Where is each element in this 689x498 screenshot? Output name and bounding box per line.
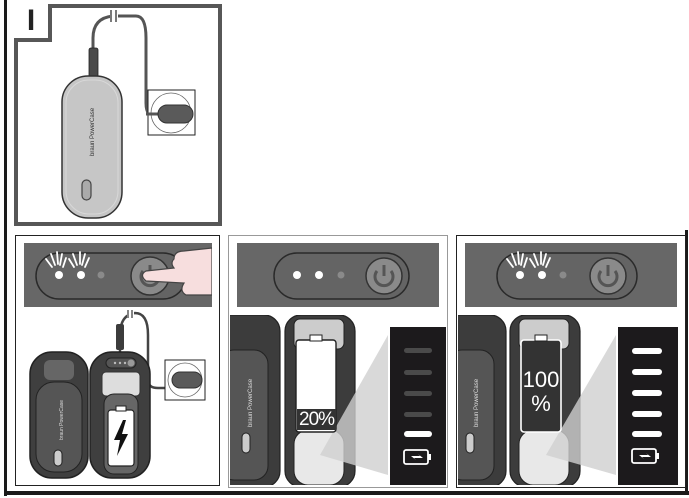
power-icon [597,270,619,288]
bar-2-on [632,411,662,417]
bar-3-off [404,391,432,396]
case-brand-text: braun PowerCase [248,378,254,427]
svg-text:braun PowerCase: braun PowerCase [59,400,65,440]
step-label: I [14,4,52,42]
case-brand-text: braun PowerCase [474,378,480,427]
led-1-on [55,271,63,279]
panel-1 [14,4,222,226]
flash-rays-icon [506,251,551,268]
led-2-on [538,271,546,279]
control-panel-flashing-illustration [496,251,638,300]
flash-rays-icon [45,251,90,268]
led-1-on [293,271,301,279]
power-case-icon [61,75,123,219]
battery-display [390,327,446,485]
power-icon [373,270,395,288]
outer-frame-left [4,0,7,496]
control-panel-steady-illustration [273,252,410,300]
plug-icon [157,104,194,124]
bar-4-on [632,369,662,375]
case-button-icon [81,179,92,201]
led-3-off [97,271,105,279]
outer-frame-bottom [4,491,689,495]
led-3-off [559,271,567,279]
bar-1-on [632,431,662,437]
led-3-off [337,271,345,279]
bar-2-off [404,412,432,417]
bar-1-on [404,431,432,437]
shaver-20-percent-illustration: braun PowerCase [230,315,446,485]
panel-2 [15,235,220,486]
finger-icon [141,247,212,296]
bar-4-off [404,370,432,375]
led-2-on [77,271,85,279]
bar-5-on [632,348,662,354]
power-case-with-cable-illustration: braun PowerCase [61,10,196,219]
open-case-charging-illustration: braun PowerCase [29,310,206,479]
panel-3 [228,235,448,488]
battery-percent-label: 20% [297,409,337,430]
bar-3-on [632,390,662,396]
led-1-on [516,271,524,279]
outer-frame-right [685,230,688,495]
panel-4 [456,235,686,488]
case-brand-text: braun PowerCase [90,107,96,156]
led-2-on [315,271,323,279]
bar-5-off [404,348,432,353]
shaver-head-icon [101,371,141,397]
control-panel-press-illustration [35,247,212,300]
shaver-100-percent-illustration: braun PowerCase [458,315,678,485]
battery-percent-label: 100 % [522,367,560,416]
lightning-bolt-icon [114,420,128,456]
